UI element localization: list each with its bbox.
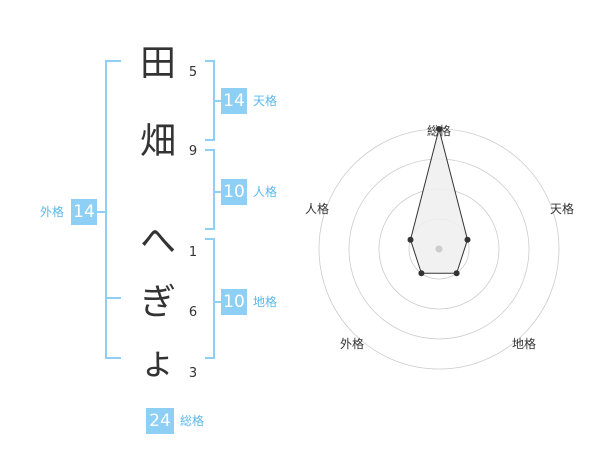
soukaku-value-badge: 24 <box>146 408 174 434</box>
jinkaku-value-badge: 10 <box>221 179 247 205</box>
stroke-count-4: 6 <box>188 305 198 320</box>
jinkaku-label: 人格 <box>253 185 278 199</box>
radar-point-soukaku <box>436 126 442 132</box>
gaikaku-bracket <box>97 60 121 359</box>
stroke-count-5: 3 <box>188 366 198 381</box>
tenkaku-bracket <box>205 60 221 141</box>
chikaku-bracket <box>205 238 221 359</box>
radar-point-tenkaku <box>464 236 471 243</box>
radar-label-jinkaku: 人格 <box>304 202 329 216</box>
radar-point-gaikaku <box>418 270 425 277</box>
radar-label-tenkaku: 天格 <box>549 202 574 216</box>
radar-point-chikaku <box>453 270 460 277</box>
name-char-4: ぎ <box>139 282 176 323</box>
name-char-5: ょ <box>139 342 176 383</box>
tenkaku-label: 天格 <box>253 94 278 108</box>
radar-point-jinkaku <box>407 236 414 243</box>
radar-points <box>407 126 471 277</box>
soukaku-label: 総格 <box>180 414 205 428</box>
gaikaku-label: 外格 <box>40 205 65 219</box>
jinkaku-bracket <box>205 149 221 230</box>
name-char-2: 畑 <box>139 121 176 162</box>
radar-label-soukaku: 総格 <box>426 124 451 138</box>
gaikaku-value-badge: 14 <box>71 199 97 225</box>
chikaku-label: 地格 <box>253 295 278 309</box>
stroke-count-1: 5 <box>188 65 198 80</box>
radar-label-chikaku: 地格 <box>511 337 536 351</box>
name-char-3: へ <box>139 221 176 262</box>
radar-label-gaikaku: 外格 <box>339 337 364 351</box>
chikaku-value-badge: 10 <box>221 289 247 315</box>
radar-polygon <box>409 128 469 274</box>
stroke-count-3: 1 <box>188 245 198 260</box>
stroke-count-2: 9 <box>188 144 198 159</box>
tenkaku-value-badge: 14 <box>221 88 247 114</box>
radar-center-dot <box>435 245 443 253</box>
name-char-1: 田 <box>139 43 176 84</box>
